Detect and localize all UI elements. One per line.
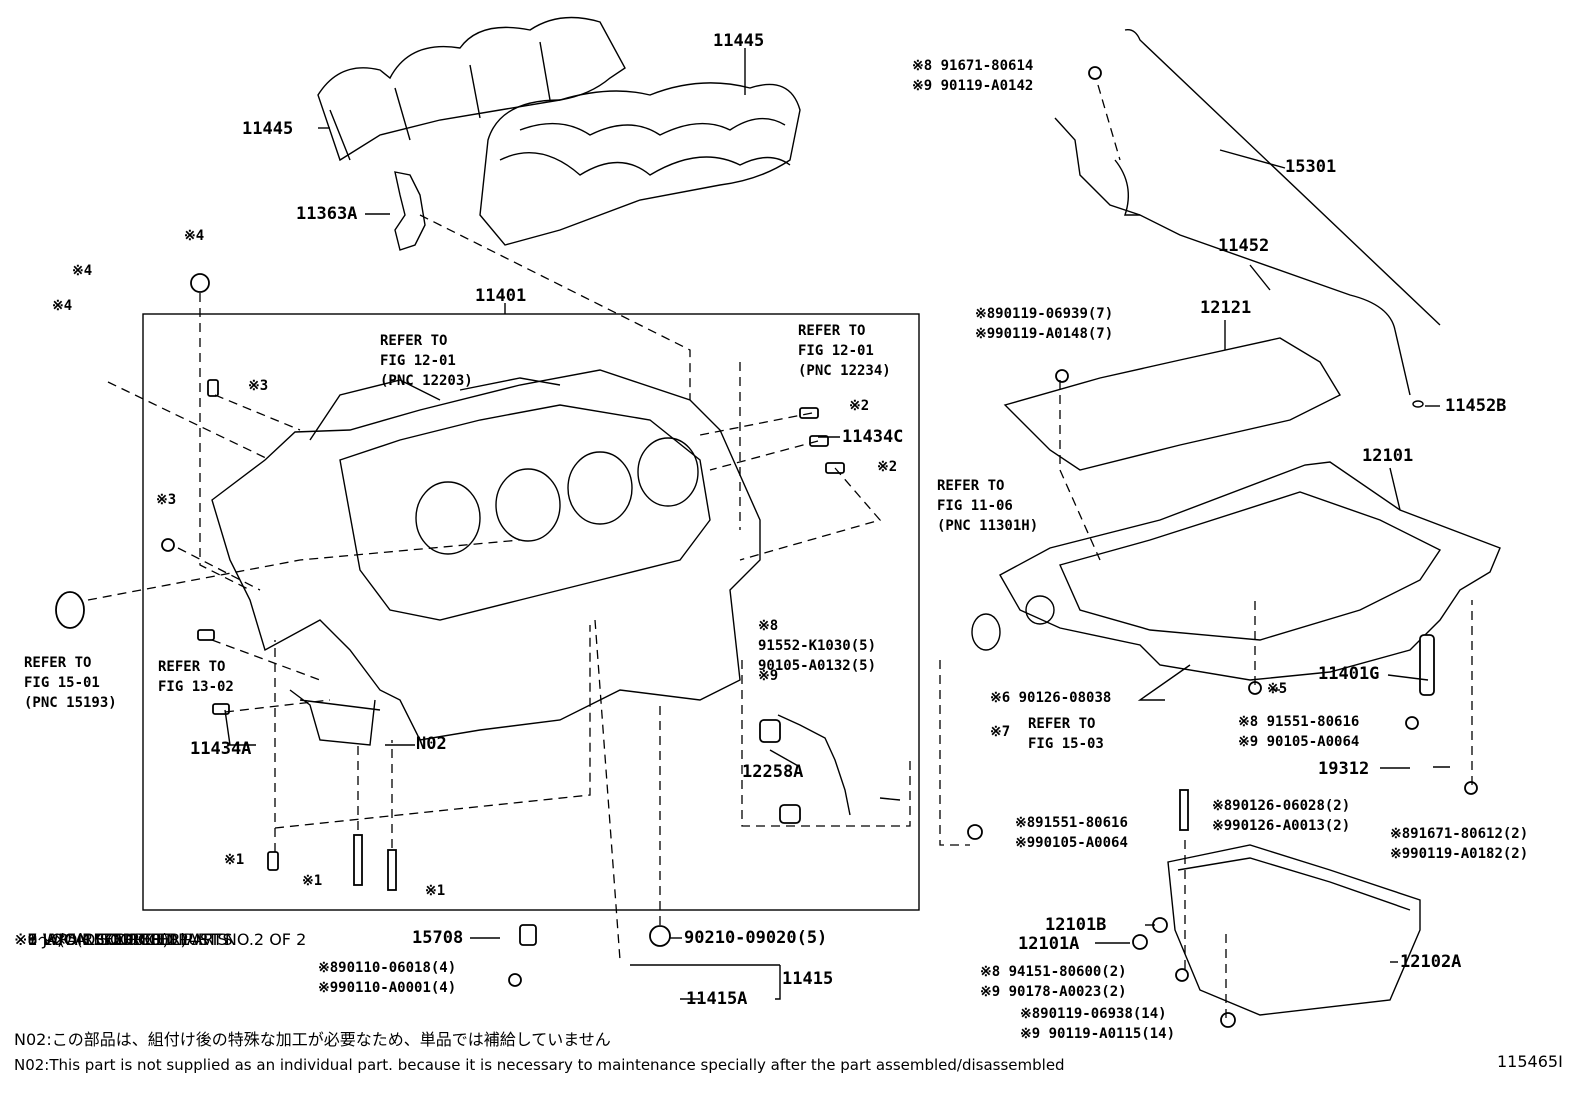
pnc-91551-80616-left: ※891551-80616 ※990105-A0064 bbox=[1015, 815, 1128, 851]
label-12258A: 12258A bbox=[742, 762, 804, 782]
block-frame bbox=[142, 313, 920, 911]
mark-1-b: ※1 bbox=[302, 873, 323, 889]
oil-cooler-pipe bbox=[777, 714, 901, 816]
mark-9: ※9 bbox=[758, 668, 779, 684]
illustration-number: 115465I bbox=[1497, 1052, 1563, 1071]
label-11363A: 11363A bbox=[296, 204, 358, 224]
legend-line-4: ※8 JAPAN SOURCED PARTS bbox=[14, 930, 228, 949]
label-15708: 15708 bbox=[412, 928, 464, 948]
pnc-90110-06018: ※890110-06018(4) ※990110-A0001(4) bbox=[318, 960, 457, 996]
engine-block-11401-illustration bbox=[211, 369, 761, 746]
label-11415A: 11415A bbox=[686, 989, 748, 1009]
mark-3-b: ※3 bbox=[156, 492, 177, 508]
refer-fig-15-03: REFER TO FIG 15-03 bbox=[1028, 716, 1104, 752]
oil-pan-12101-illustration bbox=[971, 461, 1501, 681]
small-parts bbox=[55, 66, 1478, 1028]
pnc-12121-bolts: ※890119-06939(7) ※990119-A0148(7) bbox=[975, 306, 1114, 342]
refer-fig-15-01: REFER TO FIG 15-01 (PNC 15193) bbox=[24, 655, 117, 711]
legend-line-1: ※1～※5 REFER TO ILLUST NO.2 OF 2 bbox=[14, 930, 307, 949]
label-11452: 11452 bbox=[1218, 236, 1270, 256]
mark-8: ※8 bbox=[758, 618, 779, 634]
mark-3-a: ※3 bbox=[248, 378, 269, 394]
mark-2-b: ※2 bbox=[877, 459, 898, 475]
mark-1-a: ※1 bbox=[224, 852, 245, 868]
baffle-plate-12121 bbox=[1003, 337, 1341, 471]
mark-2-a: ※2 bbox=[849, 398, 870, 414]
pnc-block-bolts: 91552-K1030(5) 90105-A0132(5) bbox=[758, 638, 877, 674]
leader-lines bbox=[224, 48, 1450, 1000]
pnc-94151-80600: ※8 94151-80600(2) ※9 90178-A0023(2) bbox=[980, 964, 1127, 1000]
label-11445-left: 11445 bbox=[242, 119, 294, 139]
label-11434A: 11434A bbox=[190, 739, 252, 759]
label-19312: 19312 bbox=[1318, 759, 1370, 779]
label-12101B: 12101B bbox=[1045, 915, 1107, 935]
bracket-11363A bbox=[394, 171, 426, 251]
mark-1-c: ※1 bbox=[425, 883, 446, 899]
label-11415: 11415 bbox=[782, 969, 834, 989]
mark-4-a: ※4 bbox=[184, 228, 205, 244]
pnc-91551-80616-right: ※8 91551-80616 ※9 90105-A0064 bbox=[1238, 714, 1360, 750]
label-N02: N02 bbox=[416, 734, 447, 754]
label-11434C: 11434C bbox=[842, 427, 904, 447]
label-11445-top: 11445 bbox=[713, 31, 765, 51]
mark-4-c: ※4 bbox=[52, 298, 73, 314]
lower-oil-pan-12102A-illustration bbox=[1167, 844, 1421, 1016]
mark-4-b: ※4 bbox=[72, 263, 93, 279]
label-11401G: 11401G bbox=[1318, 664, 1380, 684]
legend-line-2: ※6 W/O(OIL COOLER) bbox=[14, 930, 187, 949]
refer-fig-12-01-pnc-12234: REFER TO FIG 12-01 (PNC 12234) bbox=[798, 323, 891, 379]
legend-line-3: ※7 W(OIL COOLER) bbox=[14, 930, 169, 949]
mark-5: ※5 bbox=[1267, 681, 1288, 697]
dipstick-illustration bbox=[1054, 29, 1441, 408]
note-n02-japanese: N02:この部品は、組付け後の特殊な加工が必要なため、単品では補給していません bbox=[14, 1030, 611, 1049]
legend-line-5: ※9 LOCAL SOURCED PARTS bbox=[14, 930, 233, 949]
refer-fig-13-02: REFER TO FIG 13-02 bbox=[158, 659, 234, 695]
refer-fig-12-01-pnc-12203: REFER TO FIG 12-01 (PNC 12203) bbox=[380, 333, 473, 389]
pnc-mark-7: ※7 bbox=[990, 724, 1011, 740]
label-12101A: 12101A bbox=[1018, 934, 1080, 954]
phantom-lines bbox=[87, 84, 1473, 1018]
pnc-90126-06028: ※890126-06028(2) ※990126-A0013(2) bbox=[1212, 798, 1351, 834]
cylinder-liner-illustration bbox=[317, 16, 801, 246]
label-90210-09020: 90210-09020(5) bbox=[684, 928, 828, 948]
pnc-90119-06938: ※890119-06938(14) ※9 90119-A0115(14) bbox=[1020, 1006, 1176, 1042]
pnc-top-bolt: ※8 91671-80614 ※9 90119-A0142 bbox=[912, 58, 1034, 94]
label-11401: 11401 bbox=[475, 286, 527, 306]
label-12102A: 12102A bbox=[1400, 952, 1462, 972]
pnc-91671-80612: ※891671-80612(2) ※990119-A0182(2) bbox=[1390, 826, 1529, 862]
note-n02-english: N02:This part is not supplied as an indi… bbox=[14, 1056, 1065, 1074]
label-12121: 12121 bbox=[1200, 298, 1252, 318]
label-15301: 15301 bbox=[1285, 157, 1337, 177]
label-11452B: 11452B bbox=[1445, 396, 1507, 416]
label-12101: 12101 bbox=[1362, 446, 1414, 466]
refer-fig-11-06: REFER TO FIG 11-06 (PNC 11301H) bbox=[937, 478, 1039, 534]
pnc-90126-08038: ※6 90126-08038 bbox=[990, 690, 1112, 706]
